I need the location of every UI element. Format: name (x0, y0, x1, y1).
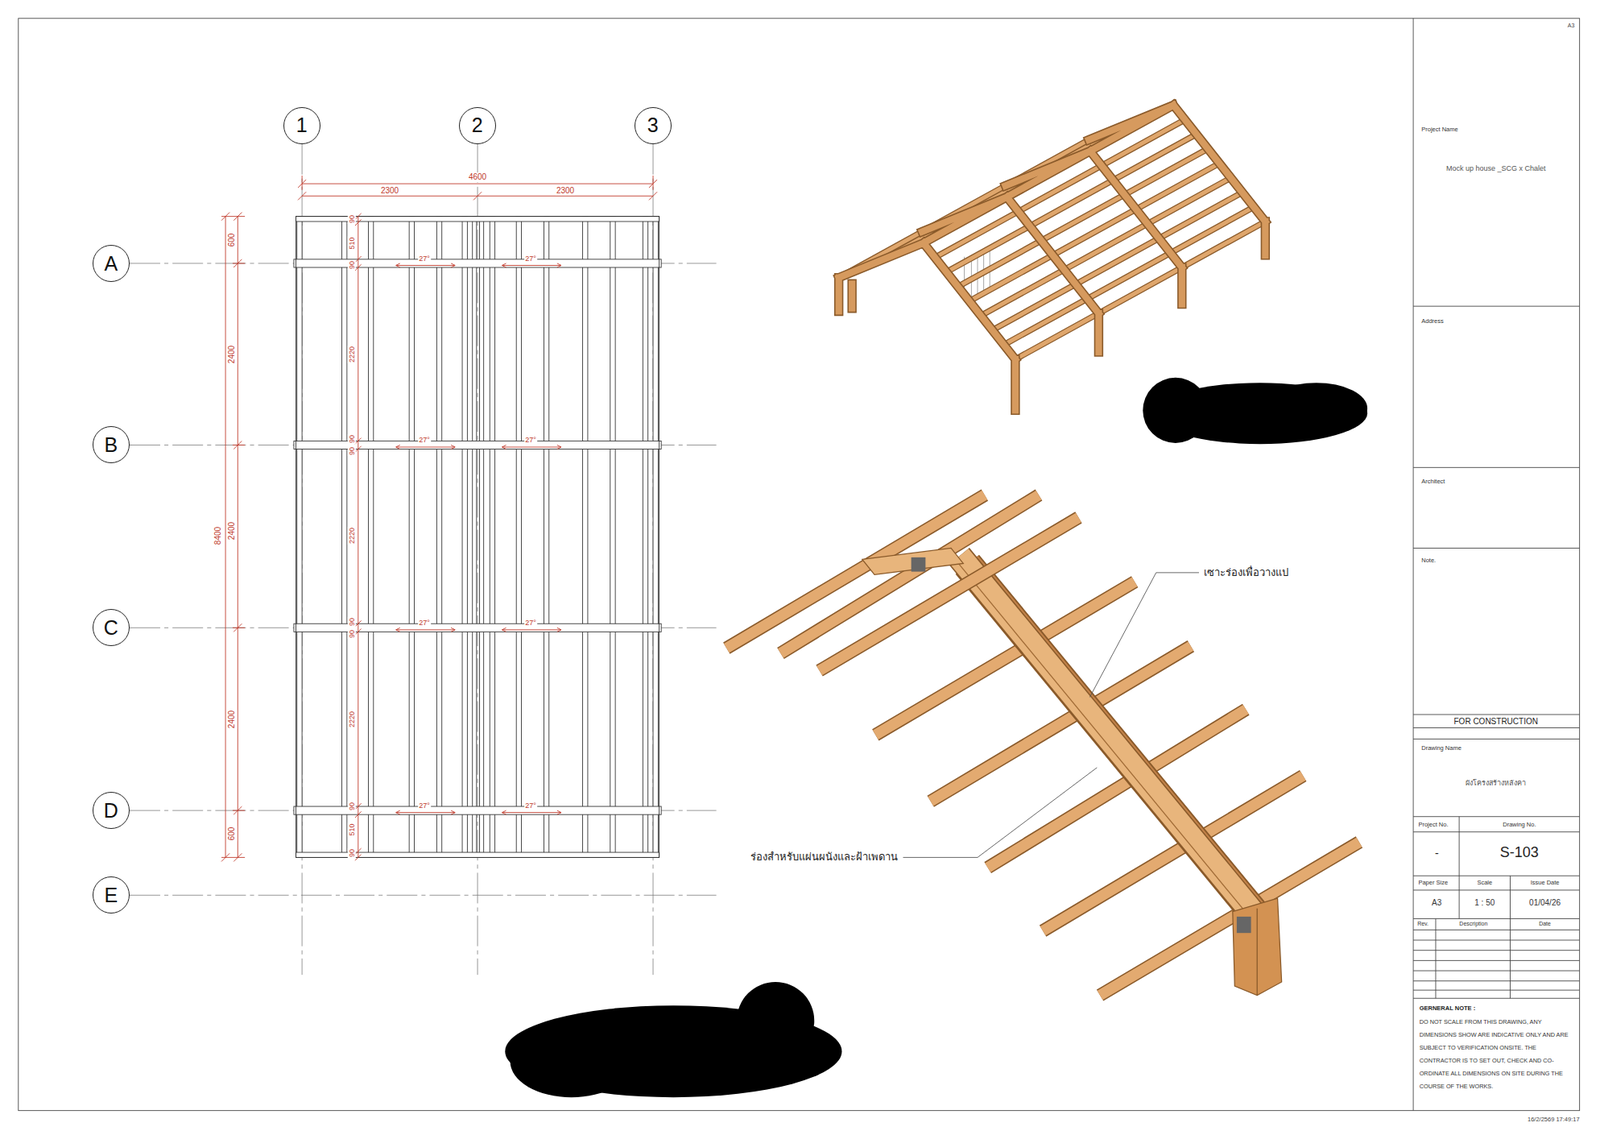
grid-label: C (103, 616, 119, 640)
cell-value: - (1434, 846, 1439, 860)
dimension-text: 600 (227, 231, 237, 248)
cell-heading: FOR CONSTRUCTION (1454, 716, 1538, 727)
cell-heading: Description (1459, 920, 1488, 927)
title-block-cell: Architect (1413, 467, 1580, 548)
cell-value: DO NOT SCALE FROM THIS DRAWING, ANY DIME… (1419, 1015, 1573, 1093)
cell-heading: Drawing Name (1421, 744, 1462, 752)
dimension-text: 2300 (555, 186, 575, 196)
cell-heading: Drawing No. (1502, 821, 1536, 829)
grid-label: 3 (647, 113, 659, 137)
cell-value: S-103 (1500, 843, 1539, 861)
grid-bubble: A (92, 244, 130, 282)
title-block-cell: Date (1509, 917, 1580, 930)
slope-angle: 27° (417, 435, 431, 444)
dimension-text: 90 (347, 616, 356, 627)
dimension-text: 2220 (347, 526, 356, 545)
cell-heading: Paper Size (1418, 879, 1448, 887)
dimension-text: 2400 (227, 344, 237, 364)
dimension-text: 2400 (227, 520, 237, 541)
cell-heading: Rev. (1417, 920, 1429, 927)
title-block-cell: Rev. (1413, 917, 1436, 930)
dimension-text: 90 (347, 446, 356, 456)
grid-label: 1 (296, 113, 308, 137)
dimension-text: 2220 (347, 710, 356, 728)
grid-bubble: C (92, 608, 130, 646)
slope-angle: 27° (524, 801, 538, 810)
dimension-text: 90 (347, 260, 356, 270)
title-block-cell: Scale 1 : 50 (1459, 875, 1510, 918)
cell-heading: Note. (1421, 556, 1436, 564)
paper-size-mark: A3 (1567, 22, 1576, 29)
grid-label: D (103, 797, 119, 822)
dimension-text: 2220 (347, 345, 356, 364)
cell-value: A3 (1431, 898, 1442, 909)
cell-heading: Date (1538, 920, 1551, 927)
title-block-cell: Drawing Name ผังโครงสร้างหลังคา (1413, 738, 1580, 816)
title-block-cell: Paper SizeA3 (1413, 875, 1460, 918)
title-block-cell: Description (1435, 917, 1511, 930)
dimension-text: 8400 (213, 525, 224, 546)
cell-heading: Address (1421, 318, 1444, 326)
grid-bubble: E (92, 876, 130, 914)
cell-heading: Project Name (1421, 126, 1458, 134)
title-block-cell: Address (1413, 305, 1580, 468)
print-timestamp: 16/2/2569 17:49:17 (1527, 1116, 1580, 1124)
cell-heading: Architect (1421, 478, 1445, 486)
grid-bubble: 3 (634, 107, 672, 145)
dimension-text: 600 (227, 826, 237, 842)
dimension-text: 90 (347, 628, 356, 639)
callout-note: ร่องสำหรับแผ่นผนังและฝ้าเพดาน (750, 851, 898, 864)
title-block-cell: FOR CONSTRUCTION (1413, 714, 1580, 728)
dimension-text: 90 (347, 434, 356, 444)
title-block-cell: Drawing No. S-103 (1459, 816, 1580, 876)
grid-label: A (103, 251, 118, 275)
grid-bubble: B (92, 425, 130, 464)
title-block-cell: Issue Date 01/04/26 (1509, 875, 1580, 918)
slope-angle: 27° (417, 253, 431, 262)
cell-value: Mock up house _SCG x Chalet (1446, 164, 1547, 173)
cell-heading: GERNERAL NOTE : (1419, 1004, 1476, 1013)
cell-heading: Issue Date (1530, 879, 1560, 887)
grid-bubble: D (92, 791, 130, 829)
slope-angle: 27° (524, 435, 538, 444)
grid-label: B (103, 433, 118, 457)
dimension-text: 2300 (380, 186, 400, 196)
slope-angle: 27° (417, 801, 431, 810)
slope-angle: 27° (524, 618, 538, 627)
cell-value: 01/04/26 (1529, 898, 1561, 909)
grid-label: 2 (471, 113, 484, 137)
dimension-text: 90 (347, 214, 356, 224)
cell-heading: Scale (1476, 879, 1493, 887)
cell-value: ผังโครงสร้างหลังคา (1465, 778, 1526, 787)
grid-bubble: 2 (458, 107, 497, 145)
title-block-cell: GERNERAL NOTE : DO NOT SCALE FROM THIS DR… (1413, 997, 1580, 1110)
dimension-text: 90 (347, 847, 356, 858)
cell-heading: Project No. (1418, 821, 1448, 829)
dimension-text: 90 (347, 801, 356, 811)
dimension-text: 4600 (467, 173, 488, 183)
grid-bubble: 1 (283, 107, 321, 145)
title-block-cell: Note. (1413, 547, 1580, 715)
callout-note: เซาะร่องเพื่อวางแป (1203, 566, 1289, 579)
cell-value: 1 : 50 (1474, 898, 1495, 909)
title-block-cell: Project NameMock up house _SCG x Chalet (1413, 18, 1580, 306)
dimension-text: 510 (347, 822, 356, 837)
dimension-text: 2400 (227, 709, 237, 729)
grid-label: E (103, 883, 118, 907)
dimension-text: 510 (347, 235, 356, 250)
slope-angle: 27° (417, 618, 431, 627)
slope-angle: 27° (524, 253, 538, 262)
title-block-cell: Project No. - (1413, 816, 1460, 876)
